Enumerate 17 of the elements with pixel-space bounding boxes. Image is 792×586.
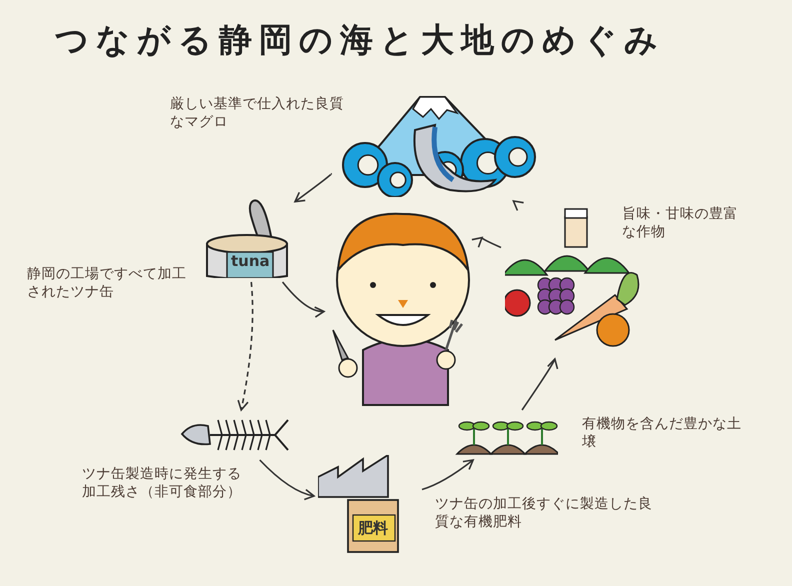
arrow xyxy=(521,358,558,410)
node-label: ツナ缶の加工後すぐに製造した良質な有機肥料 xyxy=(435,495,654,531)
arrow xyxy=(294,173,332,202)
title: つながる静岡の海と大地のめぐみ xyxy=(55,19,665,61)
arrow xyxy=(259,459,315,500)
arrow xyxy=(237,282,254,411)
node-label: ツナ缶製造時に発生する加工残さ（非可食部分） xyxy=(82,465,242,501)
node-label: 厳しい基準で仕入れた良質なマグロ xyxy=(170,95,345,131)
node-label: 有機物を含んだ豊かな土壌 xyxy=(582,415,742,451)
node-label: 静岡の工場ですべて加工されたツナ缶 xyxy=(27,265,188,301)
arrow xyxy=(512,200,524,212)
tuna-label: tuna xyxy=(231,252,270,270)
arrow xyxy=(474,236,502,248)
bag-label: 肥料 xyxy=(358,519,388,537)
arrow xyxy=(422,459,474,490)
node-label: 旨味・甘味の豊富な作物 xyxy=(622,205,739,241)
arrow xyxy=(282,282,325,318)
